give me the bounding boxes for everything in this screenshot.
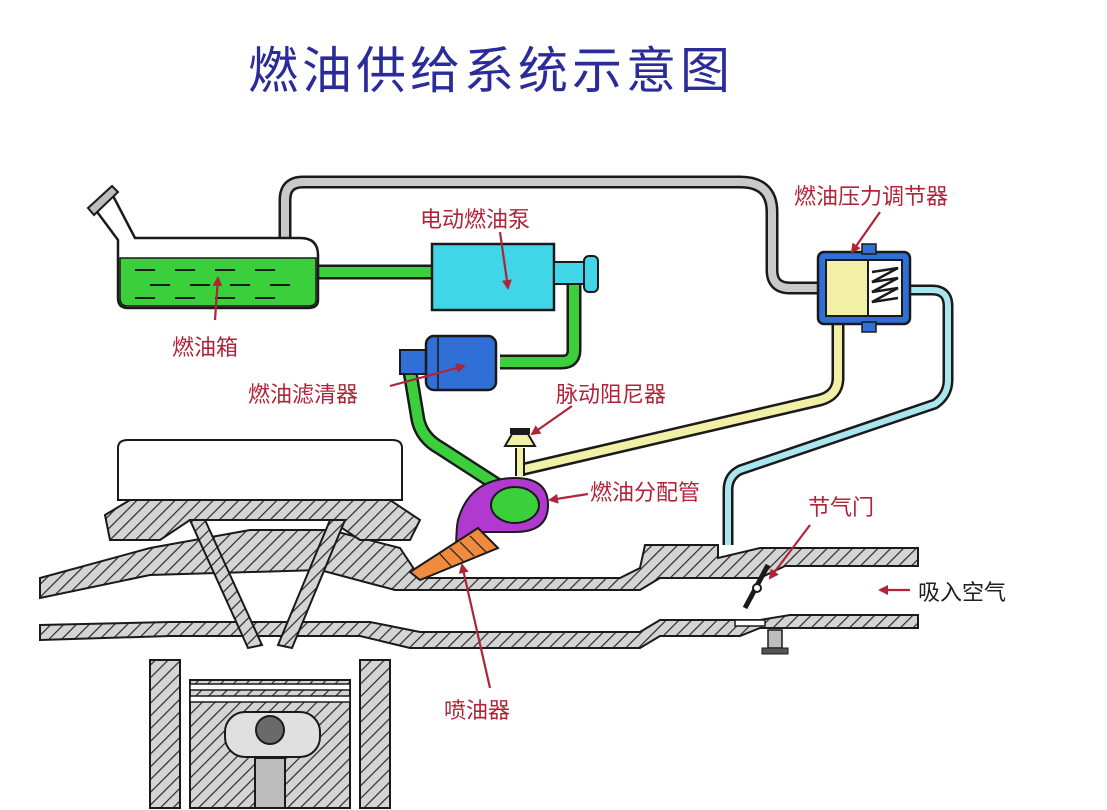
label-fuel-rail: 燃油分配管 [590, 481, 700, 506]
engine-block [39, 439, 919, 809]
leader-injector [458, 563, 492, 689]
label-electric-fuel-pump: 电动燃油泵 [420, 208, 530, 233]
cylinder-head [117, 439, 403, 501]
rail-chamber [490, 486, 540, 524]
fuel-injector [408, 526, 500, 582]
label-throttle: 节气门 [808, 496, 874, 521]
leader-tank [212, 276, 223, 321]
cylinder-wall-right [359, 659, 391, 809]
label-fuel-filter: 燃油滤清器 [248, 383, 358, 408]
intake-upper-wall [39, 529, 919, 600]
intake-valve [188, 519, 264, 650]
leader-pump [498, 231, 512, 290]
fuel-filter [399, 334, 498, 392]
leader-throttle [768, 524, 811, 580]
leader-regulator [850, 211, 881, 254]
electric-fuel-pump [430, 242, 599, 312]
throttle-valve [734, 563, 789, 655]
label-injector: 喷油器 [444, 699, 510, 724]
page-title: 燃油供给系统示意图 [248, 42, 734, 100]
exhaust-valve [276, 519, 347, 650]
label-fuel-pressure-regulator: 燃油压力调节器 [794, 185, 948, 210]
intake-lower-wall [39, 614, 919, 649]
leader-rail [548, 492, 589, 504]
label-intake-air: 吸入空气 [918, 581, 1006, 606]
leader-filter [389, 363, 466, 388]
regulator-spring [871, 266, 899, 304]
piston-pin [255, 715, 285, 745]
leader-damper [530, 405, 573, 436]
fuel-pressure-regulator [816, 243, 912, 333]
label-pulsation-damper: 脉动阻尼器 [556, 383, 666, 408]
cylinder-head-rim [103, 499, 422, 541]
tank-filler-neck [86, 184, 120, 217]
cylinder-wall-left [149, 659, 181, 809]
pulsation-damper [503, 428, 537, 476]
label-fuel-tank: 燃油箱 [172, 336, 238, 361]
